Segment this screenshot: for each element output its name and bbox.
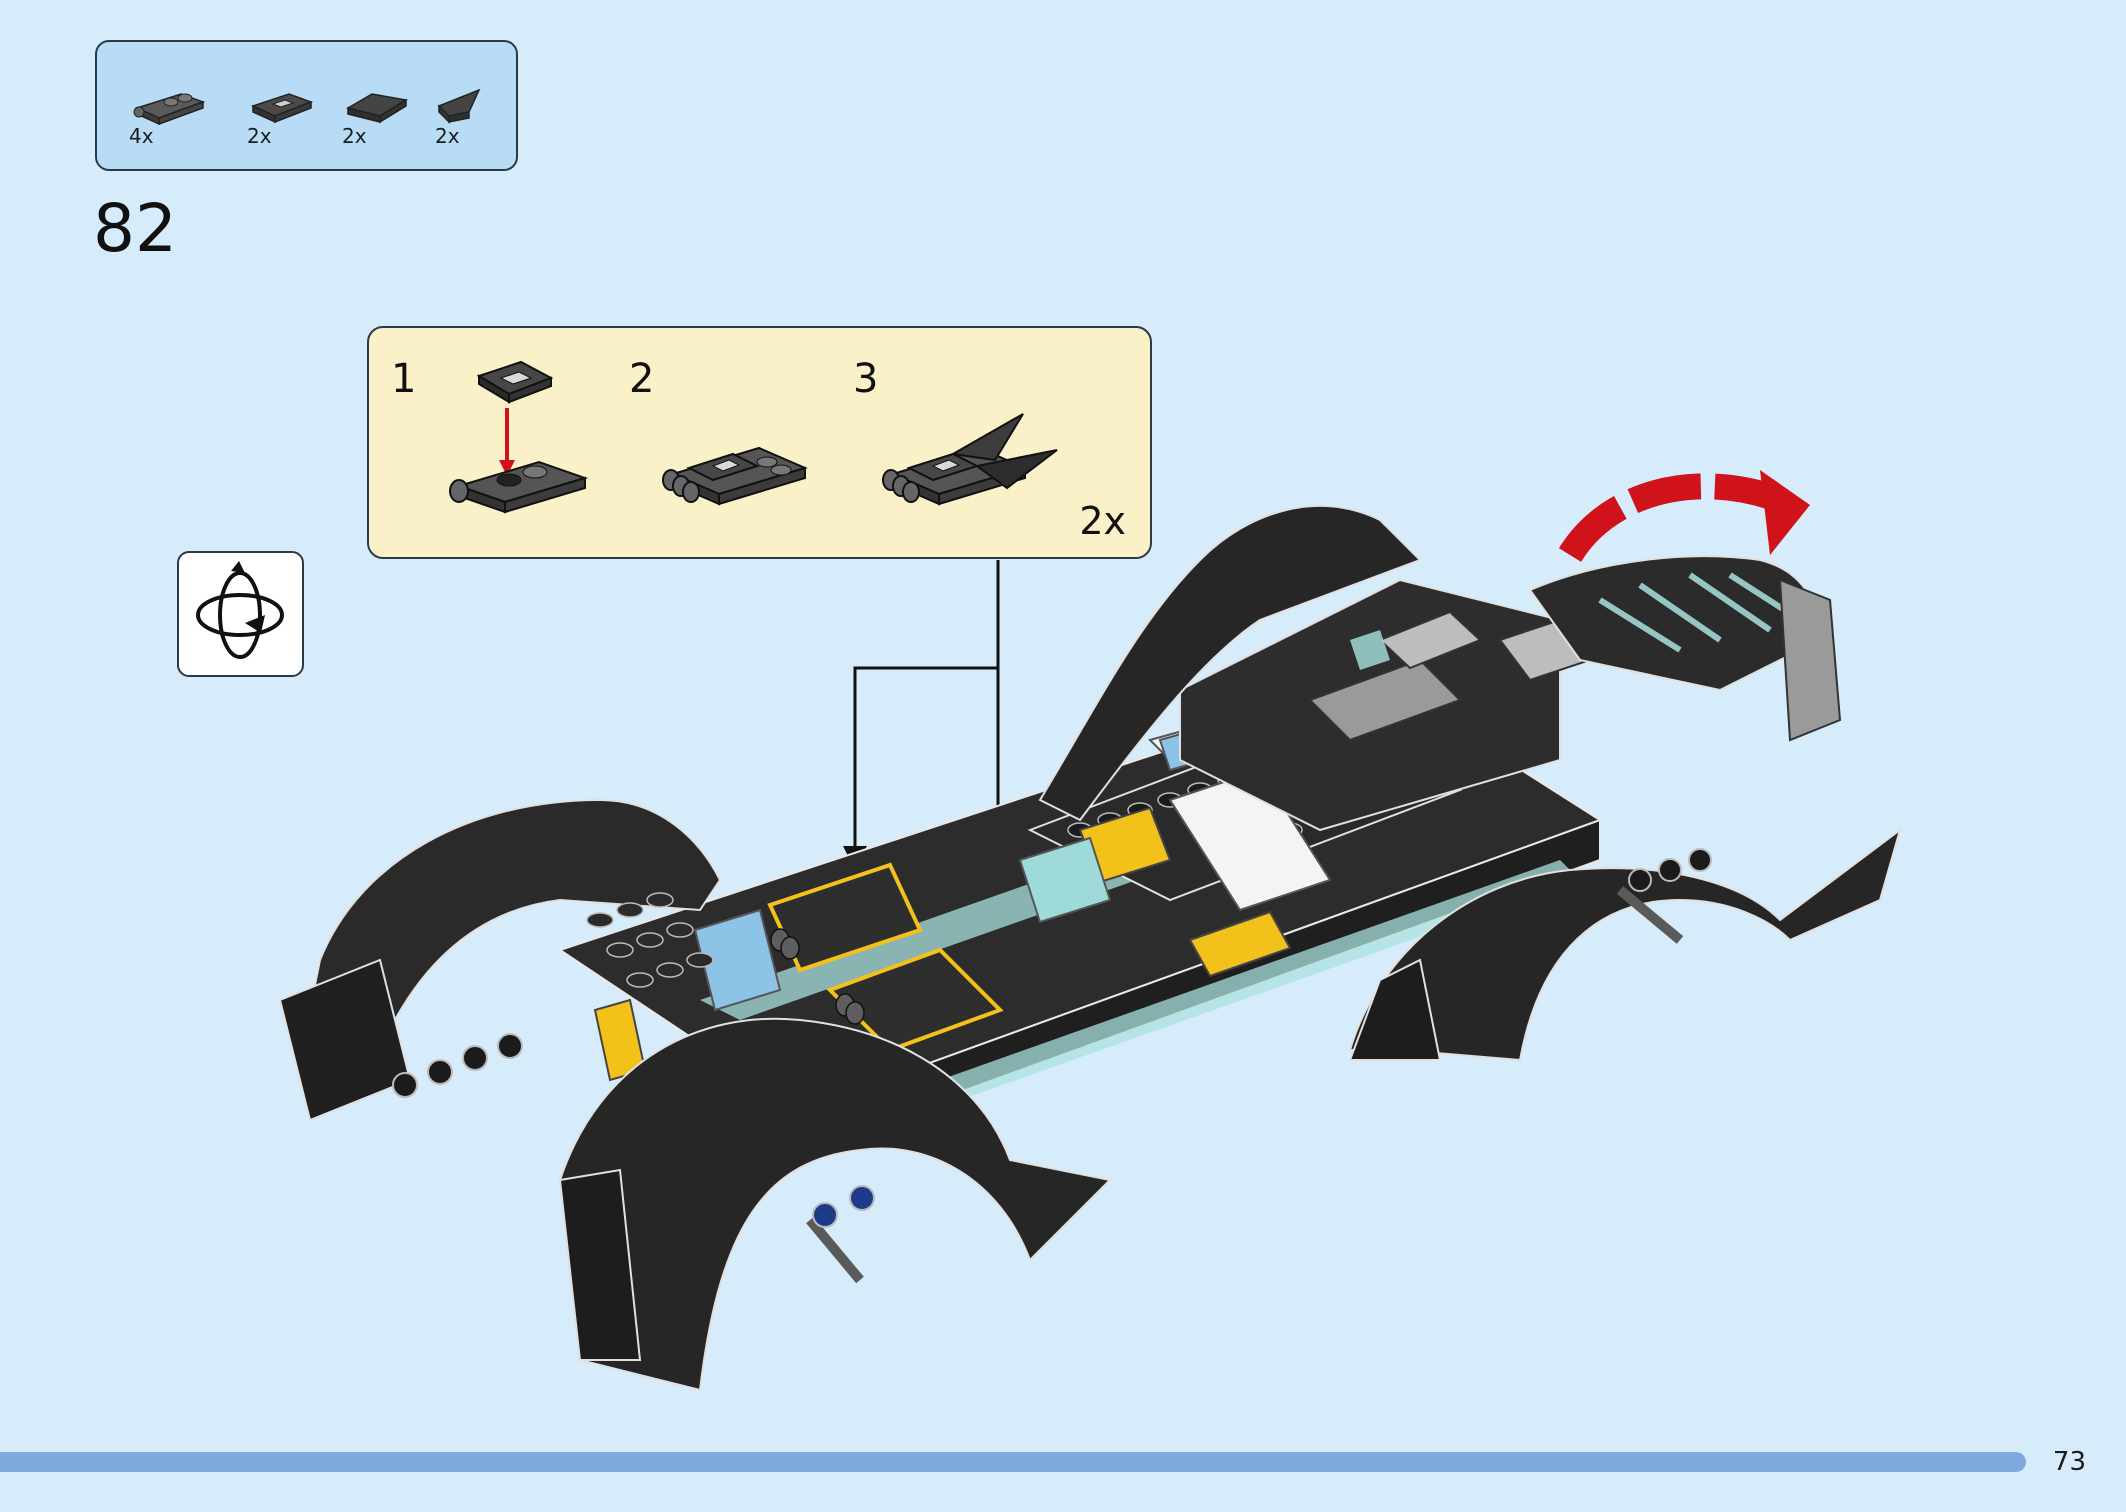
parts-list: 4x 2x 2x 2x xyxy=(95,40,518,171)
step-number: 82 xyxy=(93,190,177,267)
sub-step-1-illustration xyxy=(449,360,589,514)
plate-with-handle-icon xyxy=(133,93,206,126)
sub-assembly-multiplier: 2x xyxy=(1079,499,1126,543)
rotation-arrow xyxy=(1558,473,1785,563)
sub-assembly-callout: 1 2 3 xyxy=(367,326,1152,559)
main-model-illustration xyxy=(278,470,1902,1392)
part-qty-2: 2x xyxy=(247,124,272,148)
wedge-plate-icon xyxy=(346,93,409,124)
part-qty-4: 2x xyxy=(435,124,460,148)
part-qty-1: 4x xyxy=(129,124,154,148)
part-qty-3: 2x xyxy=(342,124,367,148)
sub-step-3-illustration xyxy=(882,413,1058,506)
page-number: 73 xyxy=(2052,1447,2086,1477)
sub-step-2-illustration xyxy=(662,446,808,506)
tile-printed-icon xyxy=(250,93,314,124)
front-wheel-arch xyxy=(558,1017,1113,1392)
sub-step-2-number: 2 xyxy=(629,356,655,402)
new-part-highlight-2 xyxy=(826,947,1004,1053)
rotate-model-icon xyxy=(177,551,304,677)
rear-wheel-arch xyxy=(1348,827,1902,1062)
wedge-tile-icon xyxy=(437,88,481,124)
sub-step-1-number: 1 xyxy=(391,356,417,402)
page-progress-bar xyxy=(0,1452,2026,1472)
sub-step-3-number: 3 xyxy=(853,356,879,402)
